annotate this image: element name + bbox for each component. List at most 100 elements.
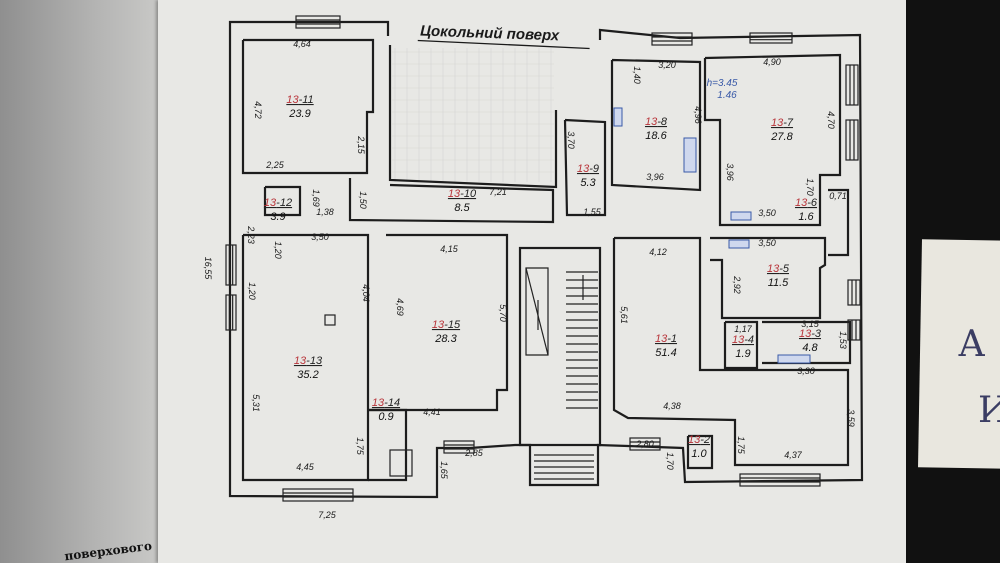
room-area: 11.5 bbox=[768, 277, 789, 289]
dimension-label: 2,92 bbox=[732, 275, 742, 294]
dimension-label: 7,21 bbox=[489, 187, 507, 197]
room-13-12-wall bbox=[263, 185, 302, 217]
room-area: 28.3 bbox=[434, 333, 457, 345]
dimension-label: 3,50 bbox=[758, 208, 776, 218]
dimension-label: 16,55 bbox=[203, 257, 213, 281]
room-number: 13-10 bbox=[448, 188, 477, 200]
dimension-label: 3,96 bbox=[725, 163, 735, 181]
dimension-label: 4,64 bbox=[293, 39, 311, 49]
room-number: 13-14 bbox=[372, 397, 400, 409]
dimension-label: 3,20 bbox=[658, 60, 676, 70]
room-area: 0.9 bbox=[378, 411, 393, 423]
dimension-label: 1,65 bbox=[439, 461, 449, 480]
page-caption: поверхового bbox=[64, 539, 153, 563]
room-area: 8.5 bbox=[454, 202, 470, 214]
room-13-7-wall bbox=[703, 53, 842, 227]
floor-plan-sheet bbox=[158, 0, 906, 563]
dimension-label: 1,40 bbox=[632, 66, 642, 84]
room-label: 13-41.9 bbox=[732, 334, 754, 360]
dimension-label: 5,31 bbox=[251, 394, 261, 412]
shaft bbox=[389, 449, 413, 477]
dimension-label: 4,72 bbox=[253, 101, 263, 119]
room-label: 13-10 8.5 bbox=[448, 188, 477, 214]
windows bbox=[225, 15, 861, 502]
room-number: 13-12 bbox=[264, 197, 292, 209]
dimension-label: 1,75 bbox=[736, 436, 746, 455]
radiator-icon bbox=[728, 239, 750, 249]
dimension-label: 1,50 bbox=[358, 191, 368, 209]
room-area: 1.6 bbox=[798, 211, 814, 223]
room-area: 27.8 bbox=[770, 131, 793, 143]
room-13-11-wall bbox=[241, 38, 375, 175]
room-label: 13-727.8 bbox=[770, 117, 794, 143]
dimension-label: 3,15 bbox=[801, 319, 820, 329]
room-area: 3.9 bbox=[270, 211, 285, 223]
dimension-label: 2,15 bbox=[356, 135, 366, 155]
staircase bbox=[518, 246, 602, 480]
dimension-label: 2,80 bbox=[635, 439, 654, 449]
room-label: 13-34.8 bbox=[799, 328, 822, 354]
stove-icon bbox=[683, 137, 697, 173]
dimension-label: 4,41 bbox=[423, 407, 441, 417]
ceiling-height-value: 1.46 bbox=[717, 90, 737, 101]
radiator-icon bbox=[777, 354, 811, 364]
room-area: 35.2 bbox=[297, 369, 318, 381]
room-area: 23.9 bbox=[288, 108, 310, 120]
dimension-label: 5,70 bbox=[498, 304, 508, 322]
room-number: 13-11 bbox=[286, 94, 313, 106]
dimension-label: 1,69 bbox=[311, 189, 321, 207]
dimension-label: 4,45 bbox=[296, 462, 315, 472]
room-label: 13-12 3.9 bbox=[264, 197, 292, 223]
room-number: 13-4 bbox=[732, 334, 754, 346]
dimension-label: 3,59 bbox=[846, 409, 856, 427]
handwriting-2: И bbox=[978, 390, 1000, 431]
room-label: 13-151.4 bbox=[655, 333, 677, 359]
dimension-label: 1,17 bbox=[734, 324, 753, 334]
room-label: 13-13 35.2 bbox=[294, 355, 323, 381]
dimension-label: 4,38 bbox=[663, 401, 681, 411]
room-number: 13-13 bbox=[294, 355, 323, 367]
dimension-label: 0,71 bbox=[829, 191, 847, 201]
dimension-label: 1,70 bbox=[805, 178, 815, 196]
left-page bbox=[0, 0, 160, 563]
dimension-label: 1,75 bbox=[355, 437, 365, 456]
room-13-6-wall bbox=[828, 188, 850, 257]
room-area: 18.6 bbox=[645, 130, 667, 142]
dimension-label: 1,20 bbox=[247, 282, 257, 300]
dimension-label: 4,96 bbox=[693, 106, 703, 124]
room-number: 13-6 bbox=[795, 197, 818, 209]
dimension-label: 3,70 bbox=[566, 131, 576, 149]
sink-icon bbox=[613, 107, 623, 127]
dimension-label: 1,38 bbox=[316, 207, 334, 217]
dimension-label: 4,90 bbox=[763, 57, 781, 67]
room-13-1-wall bbox=[612, 236, 850, 467]
dimension-label: 2,85 bbox=[464, 448, 484, 458]
dimension-label: 4,69 bbox=[395, 298, 405, 316]
dimension-label: 3,50 bbox=[758, 238, 776, 248]
dimension-label: 4,37 bbox=[784, 450, 803, 460]
dimension-label: 1,20 bbox=[273, 241, 283, 259]
dimension-label: 3,96 bbox=[646, 172, 664, 182]
dimension-label: 4,04 bbox=[361, 284, 371, 302]
room-area: 4.8 bbox=[802, 342, 818, 354]
room-13-9-wall bbox=[563, 118, 607, 217]
dimension-label: 3,30 bbox=[797, 366, 815, 376]
dimension-label: 7,25 bbox=[318, 510, 337, 520]
room-area: 5.3 bbox=[580, 177, 596, 189]
room-label: 13-14 0.9 bbox=[372, 397, 400, 423]
room-area: 51.4 bbox=[655, 347, 676, 359]
outer-wall bbox=[228, 20, 864, 499]
room-label: 13-6 1.6 bbox=[795, 197, 818, 223]
dimension-label: 1,70 bbox=[665, 452, 675, 470]
room-13-14-wall bbox=[368, 408, 408, 482]
dimension-label: 4,70 bbox=[826, 111, 836, 129]
radiator-icon bbox=[730, 211, 752, 221]
room-13-8-wall bbox=[610, 58, 702, 192]
dimension-label: 2,25 bbox=[265, 160, 285, 170]
room-area: 1.0 bbox=[691, 448, 707, 460]
dimension-label: 4,15 bbox=[440, 244, 459, 254]
room-label: 13-21.0 bbox=[688, 434, 710, 460]
room-13-2-wall bbox=[686, 434, 714, 470]
